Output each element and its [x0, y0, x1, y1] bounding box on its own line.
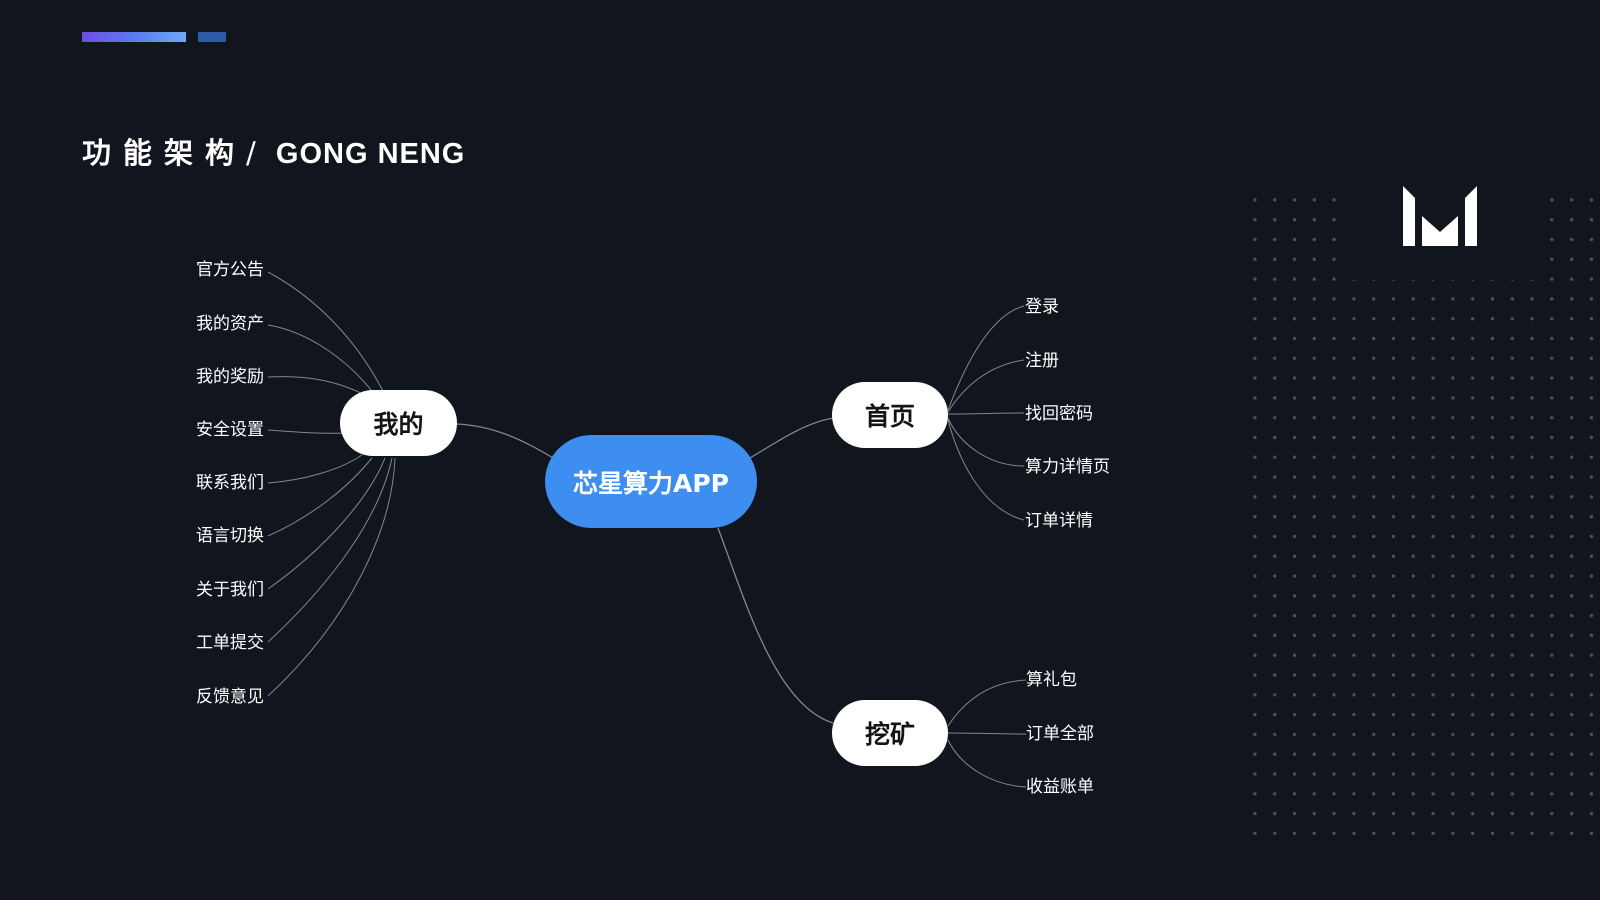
connector-home-1 — [947, 359, 1025, 413]
leaf-home-0: 登录 — [1025, 297, 1059, 317]
leaf-mine-0: 官方公告 — [196, 260, 264, 280]
connector-mine-2 — [267, 376, 366, 396]
leaf-mining-0: 算礼包 — [1026, 670, 1077, 690]
accent-bar-secondary — [198, 32, 226, 42]
connector-mining-1 — [947, 732, 1027, 735]
page-title-separator: / — [246, 136, 258, 170]
root-node: 芯星算力APP — [545, 435, 757, 528]
branch-node-mine: 我的 — [340, 390, 457, 456]
page-title-zh: 功能架构 — [82, 136, 247, 170]
leaf-home-4: 订单详情 — [1025, 511, 1093, 531]
leaf-mine-8: 反馈意见 — [196, 687, 264, 707]
connector-mine-1 — [267, 324, 376, 396]
connector-mine-4 — [267, 454, 363, 484]
connector-mine-6 — [267, 457, 386, 590]
accent-bar-primary — [82, 32, 186, 42]
connector-home-0 — [947, 305, 1025, 411]
connector-mine-7 — [267, 457, 393, 643]
connector-mine-0 — [267, 271, 386, 396]
dot-grid-pattern — [1245, 190, 1600, 850]
connector-home-2 — [947, 412, 1025, 415]
connector-mine-8 — [267, 457, 396, 697]
leaf-mine-1: 我的资产 — [196, 314, 264, 334]
leaf-mine-3: 安全设置 — [196, 420, 264, 440]
connector-home-4 — [947, 419, 1025, 521]
page-title-en: GONG NENG — [275, 138, 466, 170]
connector-mining-2 — [947, 739, 1027, 788]
connector-root-mining — [717, 527, 834, 724]
leaf-mine-7: 工单提交 — [196, 633, 264, 653]
leaf-mine-2: 我的奖励 — [196, 367, 264, 387]
branch-node-home: 首页 — [832, 382, 948, 448]
leaf-home-2: 找回密码 — [1025, 404, 1093, 424]
connector-root-mine — [454, 423, 554, 459]
connector-mining-0 — [947, 679, 1027, 727]
branch-node-mining: 挖矿 — [832, 700, 948, 766]
leaf-mine-5: 语言切换 — [196, 526, 264, 546]
connector-mine-3 — [267, 429, 346, 434]
leaf-mining-2: 收益账单 — [1026, 777, 1094, 797]
page-title: 功能架构/ GONG NENG — [82, 130, 465, 172]
leaf-home-1: 注册 — [1025, 351, 1059, 371]
leaf-mine-4: 联系我们 — [196, 473, 264, 493]
connector-home-3 — [947, 417, 1025, 467]
connector-root-home — [749, 417, 834, 459]
m-logo-icon — [1403, 186, 1477, 246]
leaf-home-3: 算力详情页 — [1025, 457, 1110, 477]
connector-mine-5 — [267, 457, 373, 537]
leaf-mining-1: 订单全部 — [1026, 724, 1094, 744]
leaf-mine-6: 关于我们 — [196, 580, 264, 600]
